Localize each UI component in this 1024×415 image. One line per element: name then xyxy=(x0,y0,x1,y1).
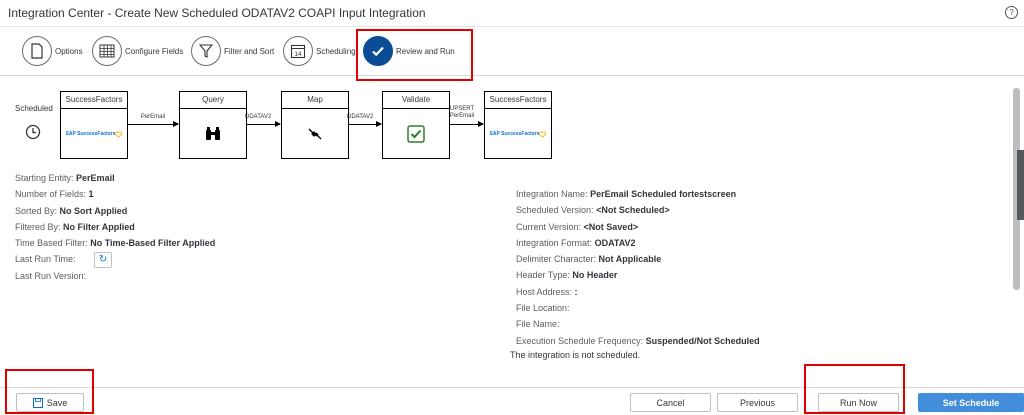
schedule-label: Scheduled xyxy=(15,104,53,113)
step-review-and-run[interactable]: Review and Run xyxy=(363,35,455,67)
arrow-label: ODATAV2 xyxy=(244,114,272,120)
info-row: Header Type: No Header xyxy=(516,270,618,281)
calendar-icon: 14 xyxy=(290,44,306,59)
step-options[interactable]: Options xyxy=(22,35,83,67)
flow-arrow xyxy=(450,121,484,127)
grid-icon xyxy=(99,44,115,58)
step-scheduling[interactable]: 14 Scheduling xyxy=(283,35,356,67)
successfactors-logo: SAP SuccessFactors xyxy=(489,131,540,137)
step-label: Options xyxy=(55,46,83,56)
info-row: Starting Entity: PerEmail xyxy=(15,173,115,183)
info-row: Scheduled Version: <Not Scheduled> xyxy=(516,205,670,216)
node-title: Validate xyxy=(383,92,449,109)
help-icon[interactable]: ? xyxy=(1005,6,1018,19)
calendar-day: 14 xyxy=(294,51,302,58)
node-title: SuccessFactors xyxy=(485,92,551,109)
info-row: Integration Format: ODATAV2 xyxy=(516,237,636,248)
info-row: Delimiter Character: Not Applicable xyxy=(516,254,662,265)
info-row: Last Run Version: xyxy=(15,270,87,281)
clock-icon xyxy=(25,124,41,140)
plug-connector-icon xyxy=(308,128,322,140)
flow-node-map: Map xyxy=(281,91,349,159)
run-now-button[interactable]: Run Now xyxy=(818,393,899,412)
integration-summary-right: Integration Name: PerEmail Scheduled for… xyxy=(516,186,760,349)
flow-node-query: Query xyxy=(179,91,247,159)
refresh-icon: ↻ xyxy=(98,254,108,266)
flow-arrow xyxy=(128,121,179,127)
footer-toolbar: Save Cancel Previous Run Now Set Schedul… xyxy=(0,387,1024,415)
node-title: Query xyxy=(180,92,246,109)
flow-arrow xyxy=(247,121,281,127)
info-row: Execution Schedule Frequency: Suspended/… xyxy=(516,335,760,346)
info-row: Last Run Time: ↻ xyxy=(15,251,215,269)
info-row: Time Based Filter: No Time-Based Filter … xyxy=(15,238,216,249)
integration-summary-left: Starting Entity: PerEmail Number of Fiel… xyxy=(15,170,215,284)
info-row: Current Version: <Not Saved> xyxy=(516,221,639,232)
info-row: Filtered By: No Filter Applied xyxy=(15,221,135,232)
binoculars-icon xyxy=(206,127,220,140)
flow-node-destination: SuccessFactors SAP SuccessFactors xyxy=(484,91,552,159)
funnel-icon xyxy=(199,44,213,58)
checkmark-icon xyxy=(372,46,384,57)
save-icon xyxy=(32,397,43,408)
step-label: Review and Run xyxy=(396,46,455,56)
save-button[interactable]: Save xyxy=(16,393,84,412)
wizard-steps: Options Configure Fields Filter and Sort… xyxy=(0,27,1024,76)
info-row: File Location: xyxy=(516,303,570,314)
step-configure-fields[interactable]: Configure Fields xyxy=(92,35,183,67)
heart-icon xyxy=(115,131,123,138)
previous-button[interactable]: Previous xyxy=(717,393,798,412)
step-label: Scheduling xyxy=(316,46,356,56)
flow-node-source: SuccessFactors SAP SuccessFactors xyxy=(60,91,128,159)
step-label: Configure Fields xyxy=(125,46,184,56)
info-row: Host Address: : xyxy=(516,286,578,297)
info-row: Number of Fields: 1 xyxy=(15,189,94,200)
side-panel-toggle[interactable] xyxy=(1017,150,1024,220)
cancel-button[interactable]: Cancel xyxy=(630,393,711,412)
set-schedule-button[interactable]: Set Schedule xyxy=(918,393,1024,412)
window-title: Integration Center - Create New Schedule… xyxy=(8,6,426,20)
refresh-button[interactable]: ↻ xyxy=(94,252,113,269)
flow-node-validate: Validate xyxy=(382,91,450,159)
step-filter-and-sort[interactable]: Filter and Sort xyxy=(191,35,274,67)
successfactors-logo: SAP SuccessFactors xyxy=(65,131,116,137)
node-title: Map xyxy=(282,92,348,109)
arrow-label: PerEmail xyxy=(140,114,166,120)
validate-check-icon xyxy=(407,125,425,143)
info-row: Sorted By: No Sort Applied xyxy=(15,205,128,216)
scrollbar[interactable] xyxy=(1013,88,1020,290)
flow-arrow xyxy=(349,121,382,127)
document-icon xyxy=(31,43,43,59)
title-bar: Integration Center - Create New Schedule… xyxy=(0,0,1024,27)
node-title: SuccessFactors xyxy=(61,92,127,109)
info-row: File Name: xyxy=(516,319,560,330)
status-message: The integration is not scheduled. xyxy=(510,350,641,360)
arrow-label: ODATAV2 xyxy=(346,114,374,120)
arrow-label: UPSERT PerEmail xyxy=(449,106,475,119)
heart-icon xyxy=(539,131,547,138)
info-row: Integration Name: PerEmail Scheduled for… xyxy=(516,189,737,199)
step-label: Filter and Sort xyxy=(224,46,275,56)
